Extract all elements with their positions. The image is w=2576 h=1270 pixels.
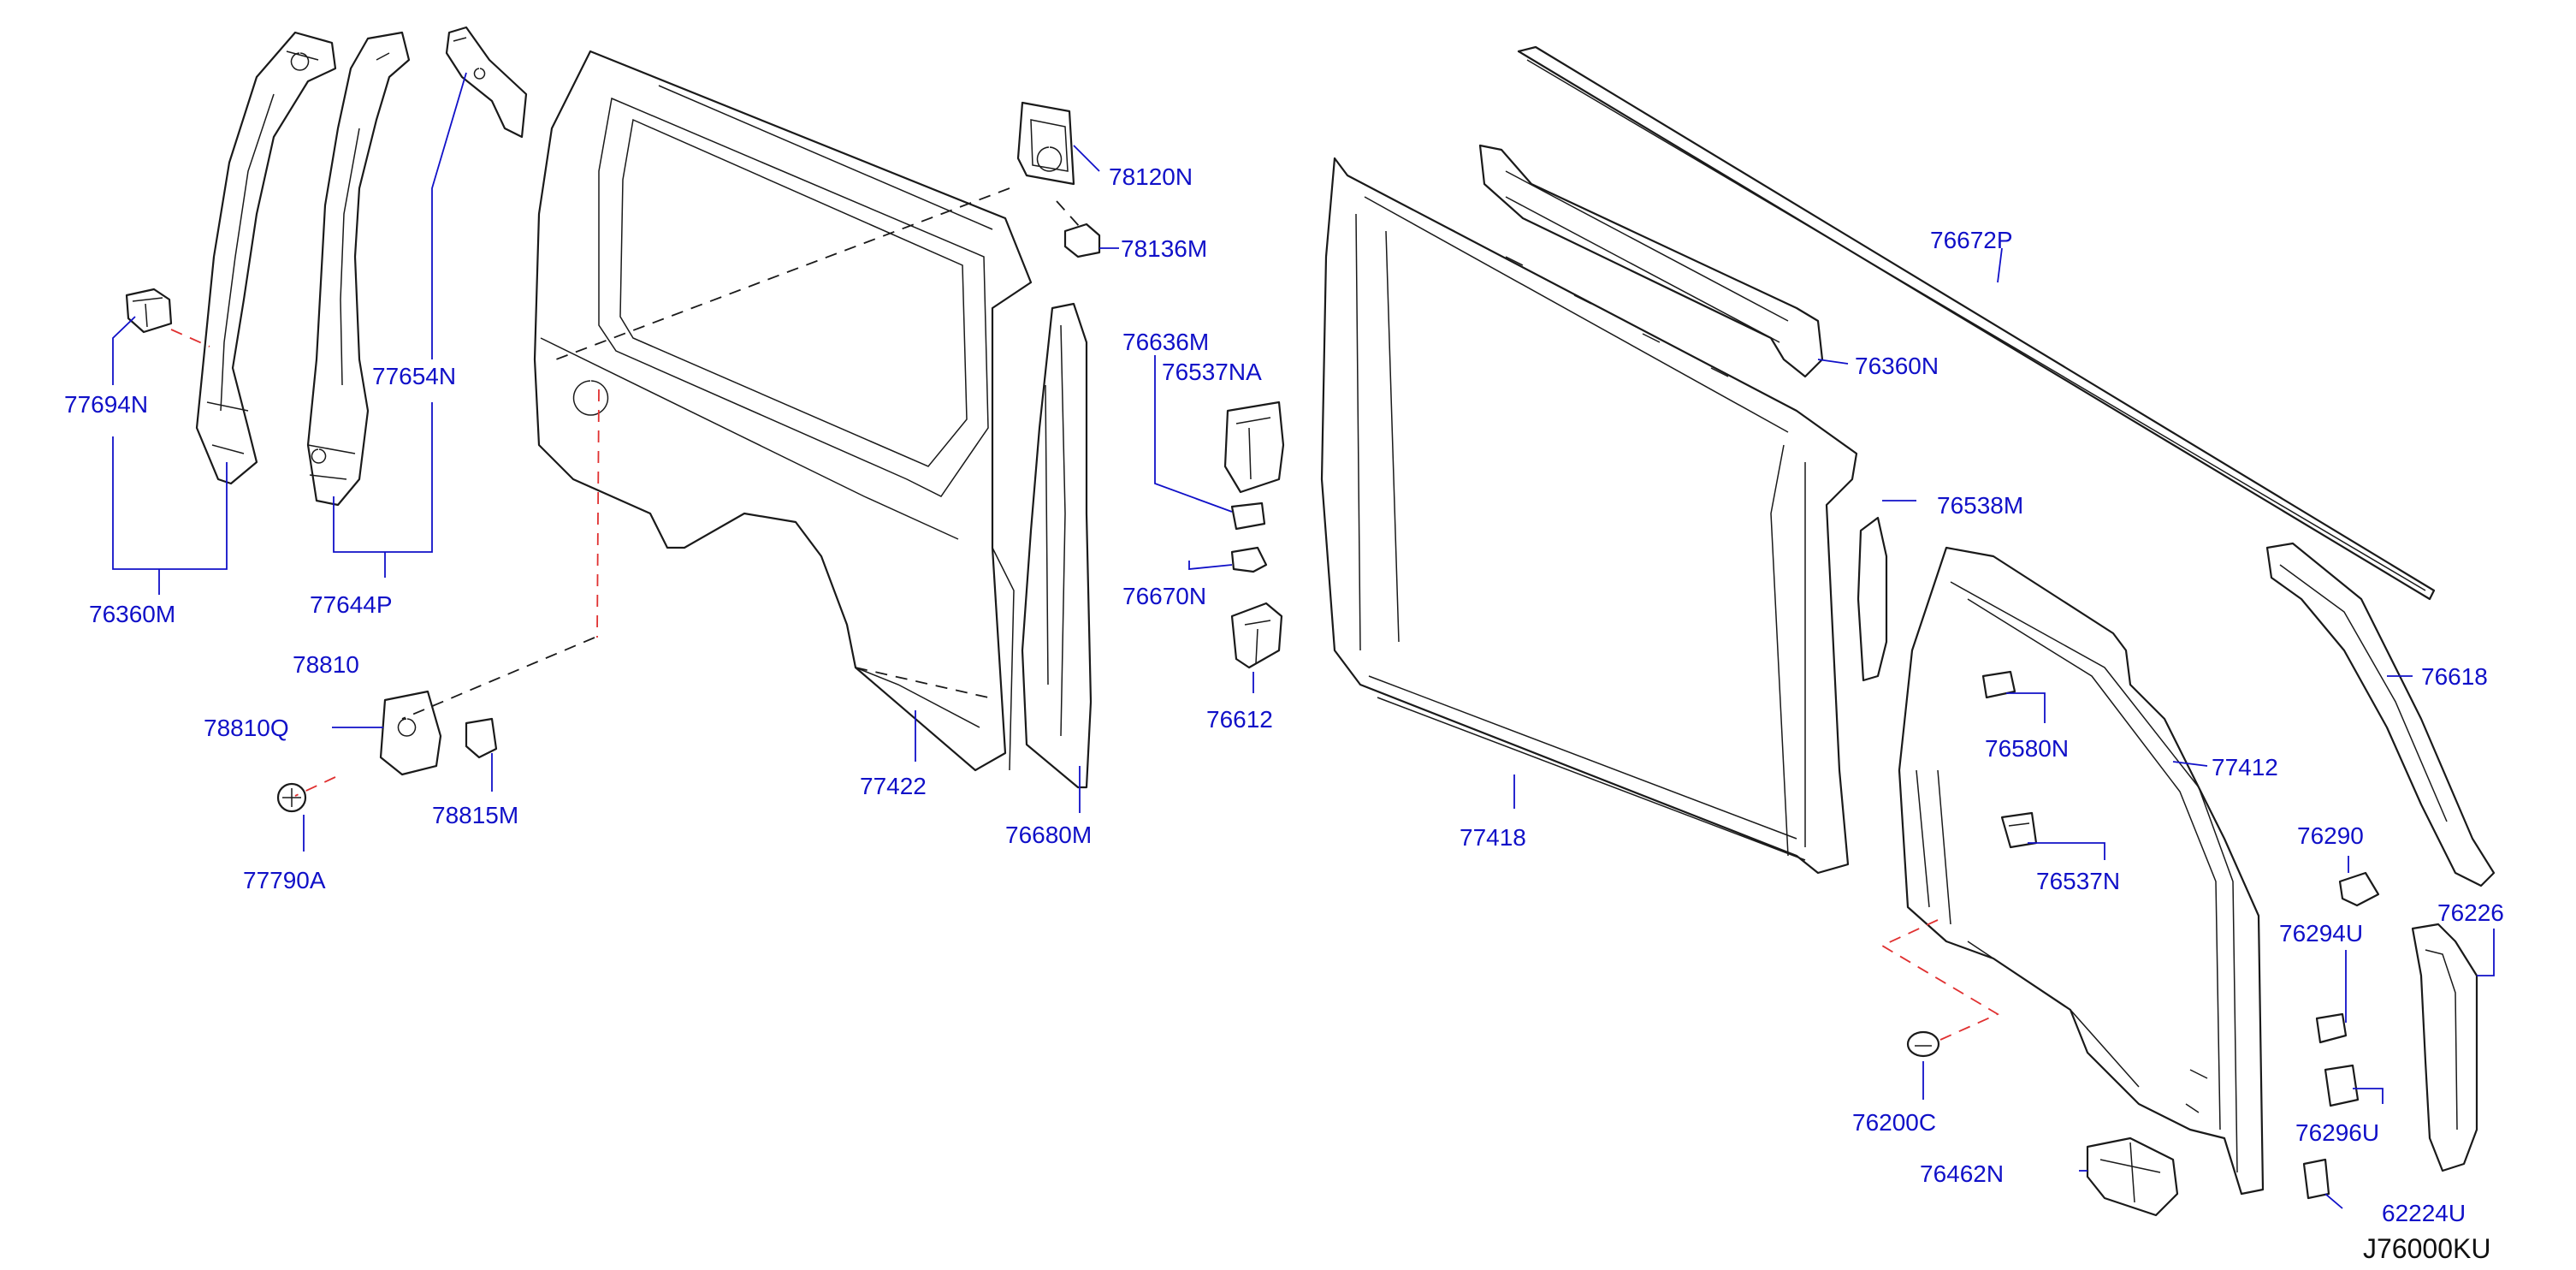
part-77694n-bracket[interactable] xyxy=(125,288,173,334)
leader-lines xyxy=(112,72,2495,1209)
part-78815m-clip[interactable] xyxy=(465,717,498,759)
part-77418-center-frame[interactable] xyxy=(1320,157,1858,875)
label-76226[interactable]: 76226 xyxy=(2437,899,2504,926)
part-62224u-clip[interactable] xyxy=(2302,1158,2330,1200)
label-62224u[interactable]: 62224U xyxy=(2382,1200,2466,1226)
label-78120n[interactable]: 78120N xyxy=(1109,163,1193,190)
label-77418[interactable]: 77418 xyxy=(1460,824,1526,851)
label-78810q[interactable]: 78810Q xyxy=(204,715,289,741)
part-76290-clip[interactable] xyxy=(2338,871,2380,907)
label-76294u[interactable]: 76294U xyxy=(2279,920,2363,947)
part-76296u-bracket[interactable] xyxy=(2324,1064,2360,1107)
part-77412-rear-pillar[interactable] xyxy=(1898,546,2265,1196)
label-78136m[interactable]: 78136M xyxy=(1121,235,1207,262)
part-76680m-pillar-strip[interactable] xyxy=(1021,302,1093,789)
label-76618[interactable]: 76618 xyxy=(2421,663,2488,690)
label-78810[interactable]: 78810 xyxy=(293,651,359,678)
label-77422[interactable]: 77422 xyxy=(860,773,927,799)
label-77644p[interactable]: 77644P xyxy=(310,591,393,618)
part-76636m-clip[interactable] xyxy=(1230,501,1266,531)
label-77790a[interactable]: 77790A xyxy=(243,867,326,893)
part-76294u-bracket[interactable] xyxy=(2315,1012,2348,1044)
part-77422-side-panel[interactable] xyxy=(533,50,1033,772)
part-77654n-bracket[interactable] xyxy=(445,26,528,139)
label-76296u[interactable]: 76296U xyxy=(2295,1119,2379,1146)
part-76538m-bracket[interactable] xyxy=(1856,516,1888,682)
label-76290[interactable]: 76290 xyxy=(2297,822,2364,849)
label-76360n[interactable]: 76360N xyxy=(1855,353,1939,379)
part-76360n-roof-rail[interactable] xyxy=(1478,144,1824,378)
label-76200c[interactable]: 76200C xyxy=(1852,1109,1936,1136)
label-76670n[interactable]: 76670N xyxy=(1122,583,1206,609)
part-76537n-bracket[interactable] xyxy=(2000,811,2038,849)
part-drawings xyxy=(125,26,2496,1217)
label-76537na[interactable]: 76537NA xyxy=(1162,359,1262,385)
part-77644p-inner-pillar[interactable] xyxy=(306,31,411,507)
part-76672p-strip[interactable] xyxy=(1517,45,2436,601)
part-76537na-bracket[interactable] xyxy=(1223,401,1285,494)
label-76680m[interactable]: 76680M xyxy=(1005,822,1092,848)
label-76612[interactable]: 76612 xyxy=(1206,706,1273,733)
part-78810q-lid[interactable] xyxy=(379,690,442,776)
label-77694n[interactable]: 77694N xyxy=(64,391,148,418)
reference-lines-black xyxy=(401,187,1081,720)
label-76462n[interactable]: 76462N xyxy=(1920,1160,2004,1187)
label-76636m[interactable]: 76636M xyxy=(1122,329,1209,355)
label-76360m[interactable]: 76360M xyxy=(89,601,175,627)
part-76618-right-rail[interactable] xyxy=(2265,542,2496,887)
diagram-code: J76000KU xyxy=(2363,1233,2490,1264)
label-76538m[interactable]: 76538M xyxy=(1937,492,2023,519)
part-77790a-screw[interactable] xyxy=(276,782,307,813)
label-78815m[interactable]: 78815M xyxy=(432,802,518,828)
label-76580n[interactable]: 76580N xyxy=(1985,735,2069,762)
part-76612-bracket[interactable] xyxy=(1230,602,1283,669)
label-77654n[interactable]: 77654N xyxy=(372,363,456,389)
label-76672p[interactable]: 76672P xyxy=(1930,227,2013,253)
part-76200c-plug[interactable] xyxy=(1906,1030,1940,1058)
label-77412[interactable]: 77412 xyxy=(2212,754,2278,780)
label-76537n[interactable]: 76537N xyxy=(2036,868,2120,894)
reference-lines-red xyxy=(170,329,1999,1041)
part-labels: 77694N 76360M 77654N 77644P 78810Q 78815… xyxy=(64,163,2504,1226)
part-78136m-clip[interactable] xyxy=(1063,223,1101,258)
part-76360m-pillar[interactable] xyxy=(195,31,337,485)
part-78120n-filler-lid[interactable] xyxy=(1016,101,1075,186)
part-76580n-clip[interactable] xyxy=(1981,670,2016,699)
part-76462n-bracket[interactable] xyxy=(2086,1136,2179,1217)
part-76226-tall-bracket[interactable] xyxy=(2411,923,2478,1172)
part-76670n-clip[interactable] xyxy=(1230,546,1268,573)
